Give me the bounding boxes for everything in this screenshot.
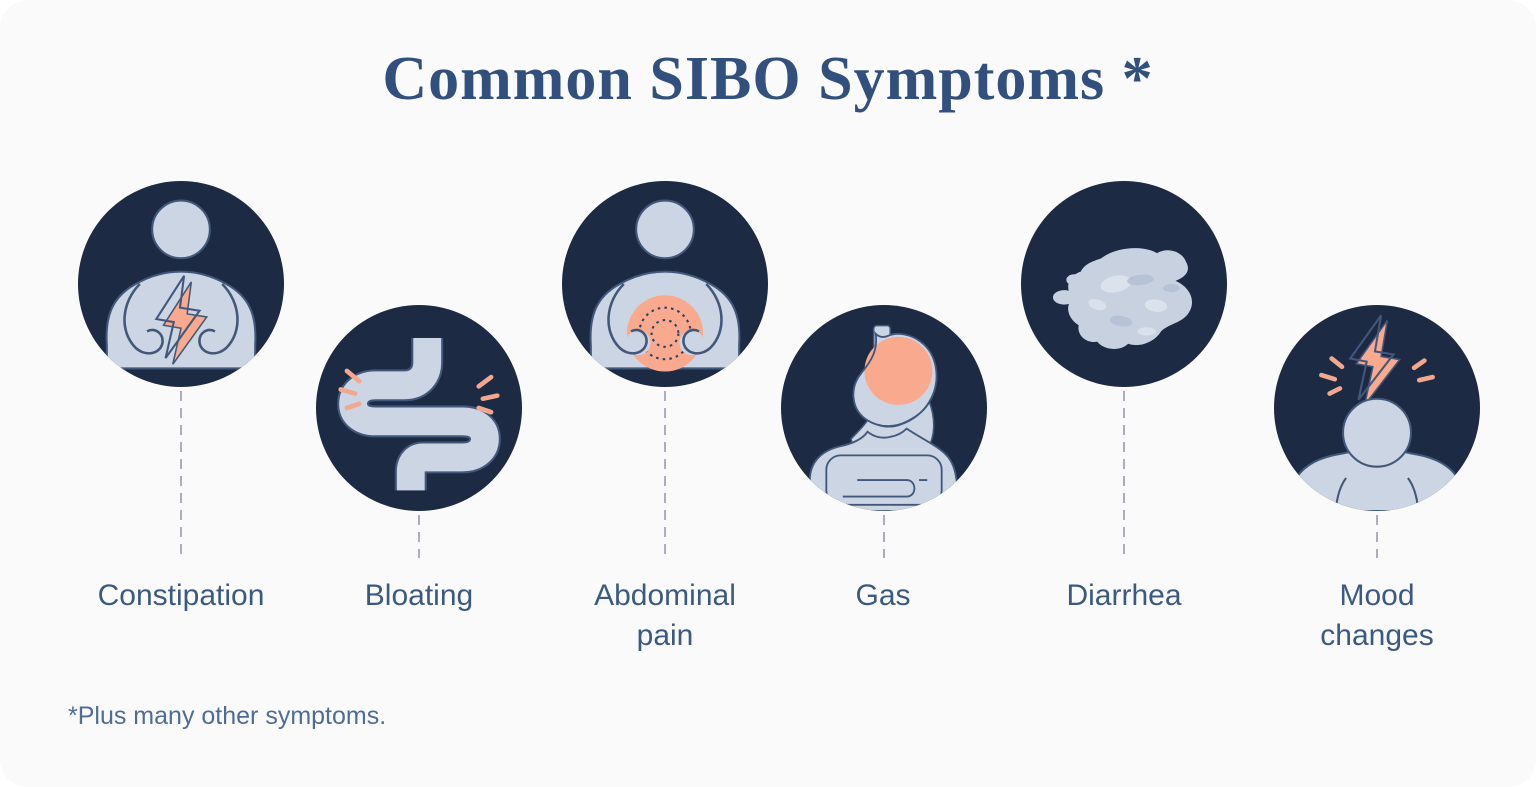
footnote: *Plus many other symptoms. bbox=[68, 702, 387, 730]
dashed-connector bbox=[418, 515, 420, 558]
intestines-icon bbox=[316, 305, 522, 511]
dashed-connector bbox=[1123, 391, 1125, 558]
symptom-label: Diarrhea bbox=[1066, 579, 1182, 612]
dashed-connector bbox=[1376, 515, 1378, 558]
stomach-icon bbox=[781, 305, 987, 511]
symptom-label: Bloating bbox=[364, 579, 474, 612]
liquid-puddle-icon bbox=[1021, 181, 1227, 387]
dashed-connector bbox=[180, 391, 182, 558]
symptom-label: Constipation bbox=[97, 579, 265, 612]
dashed-connector bbox=[664, 391, 666, 558]
person-mood-lightning-icon bbox=[1274, 305, 1480, 511]
symptom-label: Gas bbox=[855, 579, 911, 612]
symptom-label: Mood changes bbox=[1320, 579, 1434, 652]
person-abdominal-pain-icon bbox=[562, 181, 768, 387]
symptom-label: Abdominal pain bbox=[594, 579, 736, 652]
page-title: Common SIBO Symptoms * bbox=[382, 45, 1154, 113]
dashed-connector bbox=[883, 515, 885, 558]
person-clutching-stomach-lightning-icon bbox=[78, 181, 284, 387]
